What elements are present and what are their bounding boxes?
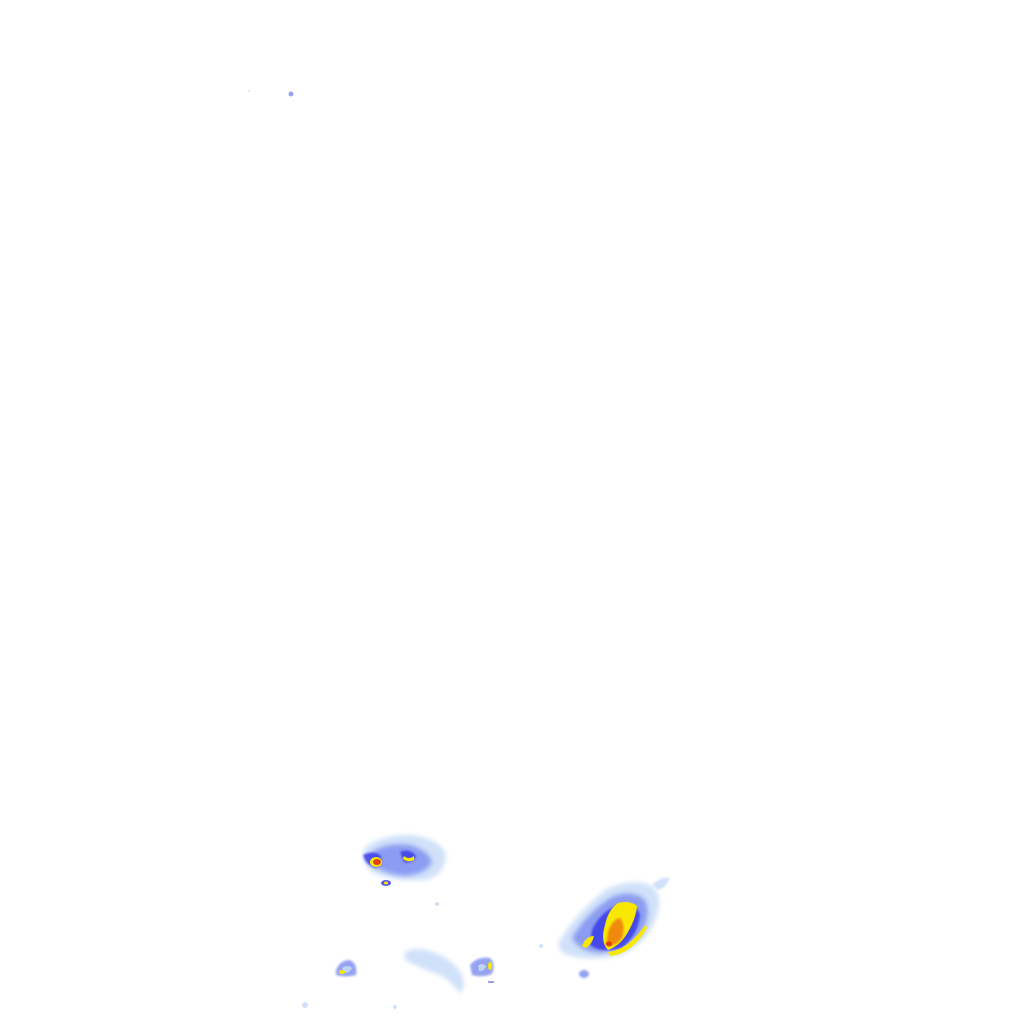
radar-echo-light — [393, 1005, 397, 1009]
radar-echo-heavy — [339, 970, 345, 974]
storm-cell-east — [539, 877, 670, 978]
radar-echo-extreme — [606, 941, 612, 947]
radar-echo-light — [478, 964, 486, 972]
radar-echo-light — [435, 902, 439, 906]
radar-echo-heavy — [384, 881, 388, 885]
radar-echo-mid — [579, 970, 589, 978]
storm-cell-southwest — [336, 960, 357, 977]
radar-echo-light — [652, 877, 670, 890]
radar-echo-light — [405, 949, 464, 993]
radar-echo-heavy — [488, 962, 492, 970]
radar-echo-light — [539, 944, 543, 948]
radar-echo-intense — [606, 918, 624, 946]
radar-echo-heavy — [608, 925, 647, 956]
storm-cell-west — [363, 835, 446, 886]
radar-echo-mid — [372, 844, 432, 876]
radar-echo-heavy — [403, 856, 414, 862]
radar-echo-mid — [488, 981, 494, 983]
radar-echo-heavy — [582, 936, 594, 948]
radar-echo-light — [302, 1002, 308, 1008]
radar-echo-light — [248, 90, 250, 92]
echo-specks-north — [248, 90, 294, 97]
storm-cell-south — [302, 902, 494, 1009]
radar-echo-extreme — [373, 859, 381, 865]
radar-echo-mid — [288, 91, 294, 97]
